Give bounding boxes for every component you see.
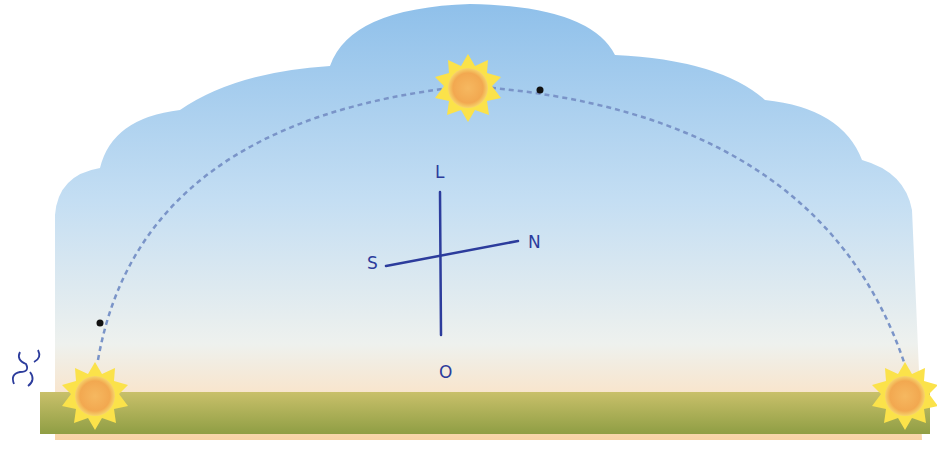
sun-rising [62, 362, 128, 430]
marker-dot [537, 87, 544, 94]
compass-cross [386, 192, 518, 335]
compass-letter: S [367, 255, 378, 272]
sky [55, 4, 922, 440]
sun-noon [435, 54, 501, 122]
marker-dot [97, 320, 104, 327]
compass-letter: N [528, 234, 541, 251]
scribble [13, 350, 39, 386]
ground [40, 392, 930, 434]
compass-letter: L [435, 164, 444, 181]
sun-setting [872, 362, 937, 430]
compass-letter: O [439, 364, 452, 381]
sun-path [98, 86, 905, 365]
